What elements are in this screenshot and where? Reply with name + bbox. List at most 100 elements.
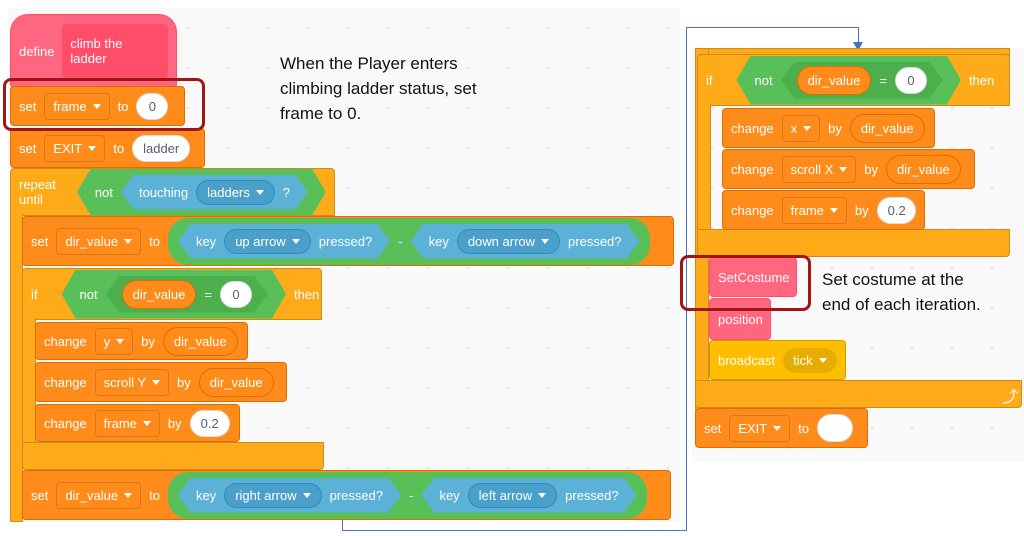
block-label: by bbox=[167, 415, 182, 431]
block-label: set bbox=[19, 98, 37, 114]
key-pressed-sensing[interactable]: key up arrow pressed? bbox=[178, 224, 390, 259]
variable-dropdown[interactable]: x bbox=[781, 114, 821, 142]
variable-dropdown[interactable]: dir_value bbox=[56, 481, 142, 509]
key-dropdown[interactable]: left arrow bbox=[468, 483, 557, 508]
key-dropdown[interactable]: down arrow bbox=[457, 229, 560, 254]
repeat-until-block[interactable]: repeat until not touching ladders ? bbox=[10, 168, 335, 216]
block-label: key bbox=[428, 233, 449, 249]
value-input[interactable]: ladder bbox=[132, 134, 191, 162]
define-block[interactable]: define climb the ladder bbox=[10, 14, 177, 88]
block-label: key bbox=[195, 233, 217, 249]
highlight-box bbox=[680, 255, 811, 311]
block-label: not bbox=[754, 72, 773, 88]
block-label: touching bbox=[138, 184, 189, 200]
not-operator[interactable]: not dir_value = 0 bbox=[62, 270, 286, 319]
change-x-block[interactable]: change x by dir_value bbox=[722, 108, 935, 148]
block-label: change bbox=[731, 202, 774, 218]
variable-dropdown[interactable]: frame bbox=[44, 92, 110, 120]
variable-dropdown[interactable]: scroll X bbox=[781, 155, 857, 183]
block-label: by bbox=[141, 333, 155, 349]
block-label: repeat until bbox=[19, 177, 56, 207]
block-label: change bbox=[44, 333, 87, 349]
variable-reporter[interactable]: dir_value bbox=[198, 367, 274, 397]
set-exit-block[interactable]: set EXIT to bbox=[695, 408, 868, 448]
change-frame-block[interactable]: change frame by 0.2 bbox=[722, 190, 925, 230]
change-frame-block[interactable]: change frame by 0.2 bbox=[35, 404, 240, 442]
connector-line bbox=[686, 27, 858, 28]
touching-sensing[interactable]: touching ladders ? bbox=[121, 175, 308, 210]
key-dropdown[interactable]: right arrow bbox=[224, 483, 321, 508]
block-label: pressed? bbox=[318, 233, 373, 249]
variable-reporter[interactable]: dir_value bbox=[849, 113, 925, 143]
block-label: then bbox=[968, 72, 995, 88]
block-label: if bbox=[31, 286, 38, 302]
not-operator[interactable]: not dir_value = 0 bbox=[737, 56, 961, 105]
variable-reporter[interactable]: dir_value bbox=[122, 280, 197, 309]
annotation-costume: Set costume at the end of each iteration… bbox=[822, 270, 981, 314]
setcostume-block[interactable]: SetCostume bbox=[709, 257, 797, 297]
block-label: if bbox=[706, 72, 713, 88]
variable-reporter[interactable]: dir_value bbox=[162, 326, 238, 356]
block-label: = bbox=[204, 286, 212, 302]
equals-operator[interactable]: dir_value = 0 bbox=[781, 62, 943, 99]
if-bottom-arm bbox=[697, 229, 1010, 257]
block-label: change bbox=[731, 161, 774, 177]
broadcast-block[interactable]: broadcast tick bbox=[709, 340, 846, 380]
block-label: to bbox=[113, 140, 125, 156]
block-label: to bbox=[149, 487, 160, 503]
block-label: by bbox=[177, 374, 191, 390]
key-dropdown[interactable]: up arrow bbox=[224, 229, 311, 254]
block-label: to bbox=[798, 420, 810, 436]
custom-block-name[interactable]: climb the ladder bbox=[62, 24, 168, 78]
position-block[interactable]: position bbox=[709, 298, 771, 340]
block-label: change bbox=[731, 120, 774, 136]
set-frame-block[interactable]: set frame to 0 bbox=[10, 86, 185, 126]
value-input[interactable] bbox=[817, 414, 854, 442]
message-dropdown[interactable]: tick bbox=[783, 347, 837, 373]
not-operator[interactable]: not touching ladders ? bbox=[77, 169, 326, 216]
if-block[interactable]: if not dir_value = 0 then bbox=[697, 54, 1010, 106]
block-label: by bbox=[864, 161, 879, 177]
value-input[interactable]: 0 bbox=[136, 92, 169, 120]
block-label: change bbox=[44, 415, 87, 431]
if-block[interactable]: if not dir_value = 0 then bbox=[22, 268, 322, 320]
change-scroll-x-block[interactable]: change scroll X by dir_value bbox=[722, 149, 975, 189]
set-exit-block[interactable]: set EXIT to ladder bbox=[10, 128, 205, 168]
value-input[interactable]: 0 bbox=[220, 281, 252, 308]
block-label: by bbox=[854, 202, 869, 218]
block-label: then bbox=[293, 286, 320, 302]
variable-dropdown[interactable]: EXIT bbox=[729, 414, 791, 442]
connector-line bbox=[686, 27, 687, 531]
variable-dropdown[interactable]: y bbox=[94, 327, 134, 355]
arrow-down-icon bbox=[853, 42, 863, 56]
annotation-frame: When the Player enters climbing ladder s… bbox=[280, 54, 477, 123]
block-label: set bbox=[19, 140, 37, 156]
block-label: SetCostume bbox=[718, 269, 790, 285]
variable-dropdown[interactable]: dir_value bbox=[56, 227, 142, 255]
highlight-box bbox=[3, 78, 205, 131]
block-label: change bbox=[44, 374, 87, 390]
change-y-block[interactable]: change y by dir_value bbox=[35, 322, 248, 360]
touching-target-dropdown[interactable]: ladders bbox=[196, 180, 275, 205]
value-input[interactable]: 0 bbox=[895, 67, 927, 94]
variable-dropdown[interactable]: frame bbox=[94, 409, 160, 437]
block-label: ? bbox=[282, 184, 290, 200]
block-label: pressed? bbox=[565, 487, 619, 503]
variable-reporter[interactable]: dir_value bbox=[886, 154, 961, 184]
variable-dropdown[interactable]: EXIT bbox=[44, 134, 106, 162]
equals-operator[interactable]: dir_value = 0 bbox=[106, 276, 268, 313]
value-input[interactable]: 0.2 bbox=[189, 409, 230, 437]
value-input[interactable]: 0.2 bbox=[876, 196, 916, 224]
change-scroll-y-block[interactable]: change scroll Y by dir_value bbox=[35, 362, 287, 402]
variable-reporter[interactable]: dir_value bbox=[797, 66, 872, 95]
variable-dropdown[interactable]: scroll Y bbox=[94, 368, 170, 396]
variable-dropdown[interactable]: frame bbox=[781, 196, 847, 224]
block-label: position bbox=[718, 311, 763, 327]
